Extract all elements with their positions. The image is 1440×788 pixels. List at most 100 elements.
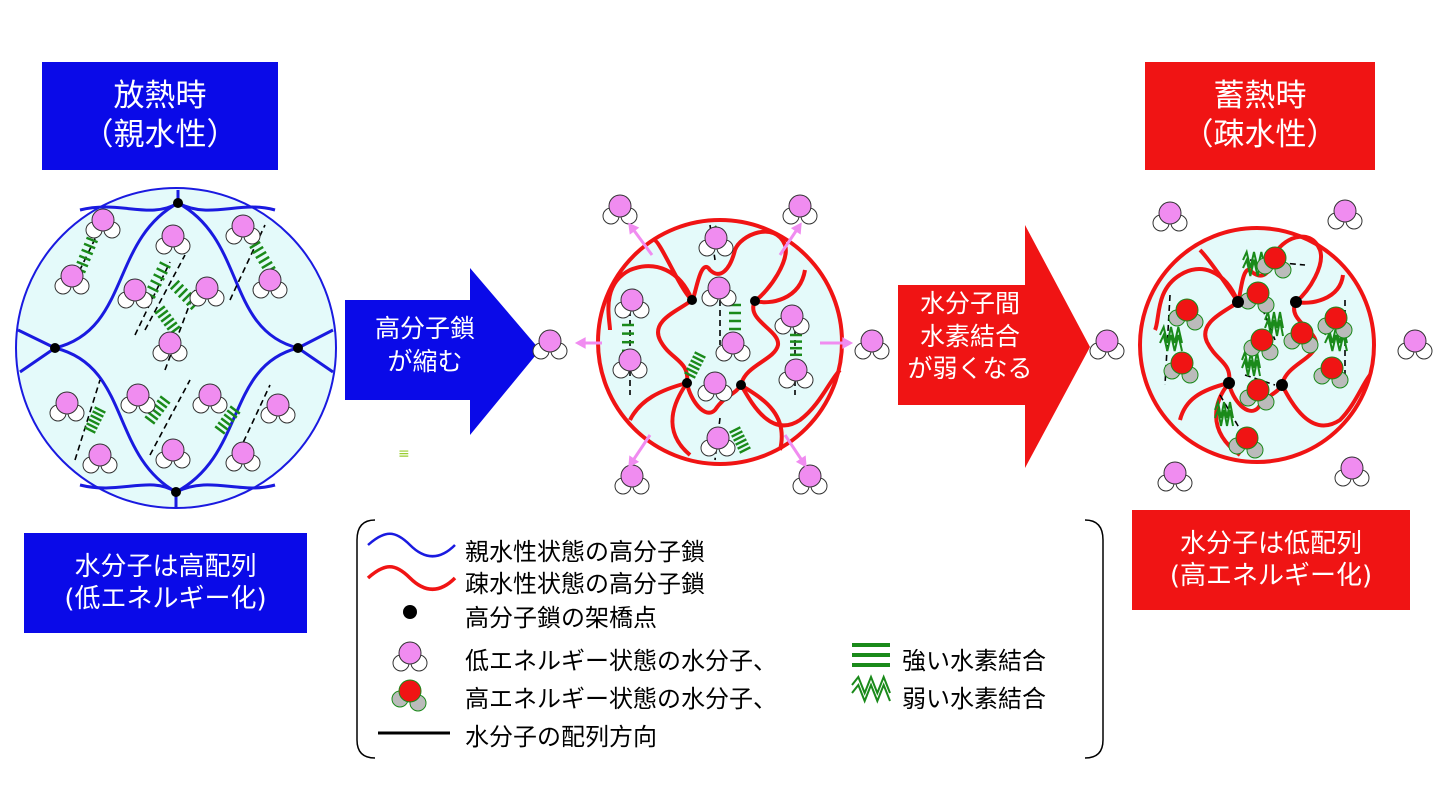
crosslink-dot-icon <box>403 605 417 619</box>
low-energy-water-molecule <box>1089 329 1125 360</box>
right-caption-line2: (高エネルギー化) <box>1169 561 1373 591</box>
right-state-label: 蓄熱時 （疎水性） <box>1145 62 1375 170</box>
low-energy-water-molecule <box>701 276 737 307</box>
strong-bond-icon <box>852 643 890 667</box>
hydrophilic-gel-circle <box>15 187 337 509</box>
low-energy-water-molecule <box>252 268 288 299</box>
low-energy-water-molecule <box>774 304 810 335</box>
low-energy-water-molecule <box>49 391 85 422</box>
arrow2-line3: が弱くなる <box>907 354 1033 383</box>
arrow2-line2: 水素結合 <box>919 321 1020 351</box>
low-energy-water-molecule <box>260 393 296 424</box>
left-state-title: 放熱時 <box>113 78 207 115</box>
low-energy-water-molecule <box>697 371 733 402</box>
weak-hydrogen-bond <box>1159 323 1183 352</box>
weak-hydrogen-bond <box>851 674 891 704</box>
low-energy-water-molecule <box>155 438 191 469</box>
arrow1-label: 高分子鎖 が縮む <box>350 313 500 378</box>
legend-bracket-right <box>1084 519 1104 759</box>
low-energy-water-molecule <box>120 383 156 414</box>
high-energy-water-molecule <box>1228 426 1264 459</box>
high-energy-water-molecule <box>1317 306 1353 339</box>
strong-hydrogen-bond <box>729 426 751 454</box>
strong-hydrogen-bond <box>684 351 706 379</box>
low-energy-water-molecule <box>778 358 814 389</box>
contracting-gel-circle <box>596 218 844 466</box>
alignment-line <box>1219 394 1256 456</box>
high-energy-water-molecule <box>1256 246 1292 279</box>
low-energy-water-molecule <box>532 329 568 360</box>
low-energy-water-molecule <box>225 214 261 245</box>
low-energy-water-molecule <box>1327 199 1363 230</box>
strong-hydrogen-bond <box>84 406 106 434</box>
low-energy-water-molecule <box>614 288 650 319</box>
low-energy-water-molecule <box>155 224 191 255</box>
high-energy-water-molecule <box>1168 298 1204 331</box>
strong-hydrogen-bond <box>154 305 181 335</box>
arrow-head-icon <box>842 337 854 349</box>
low-energy-water-molecule <box>612 348 648 379</box>
arrow2-label: 水分子間 水素結合 が弱くなる <box>895 288 1045 386</box>
arrow-head-icon <box>790 222 802 235</box>
low-energy-water-molecule <box>189 276 225 307</box>
right-state-title: 蓄熱時 <box>1213 78 1307 115</box>
arrow1-line2: が縮む <box>387 346 463 376</box>
alignment-line <box>144 254 186 331</box>
legend-strong-bond: 強い水素結合 <box>902 647 1046 675</box>
high-energy-water-molecule <box>391 679 427 712</box>
right-state-subtitle: （疎水性） <box>1182 117 1338 153</box>
alignment-line <box>229 224 266 301</box>
legend-weak-bond: 弱い水素結合 <box>902 685 1046 713</box>
legend-alignment: 水分子の配列方向 <box>465 723 657 751</box>
right-caption-line1: 水分子は低配列 <box>1179 528 1362 559</box>
low-energy-water-molecule <box>392 641 428 672</box>
low-energy-water-molecule <box>700 426 736 457</box>
low-energy-water-molecule <box>792 464 828 495</box>
low-energy-water-molecule <box>782 194 818 225</box>
arrow-head-icon <box>574 337 586 349</box>
low-energy-water-molecule <box>698 226 734 257</box>
left-state-subtitle: （親水性） <box>82 117 238 153</box>
hydrophobic-gel-circle <box>1138 226 1376 464</box>
legend-high-energy-water: 高エネルギー状態の水分子、 <box>465 685 777 713</box>
legend-crosslink: 高分子鎖の架橋点 <box>465 604 657 632</box>
red-arrow <box>898 225 1090 468</box>
arrow-head-icon <box>628 455 640 468</box>
low-energy-water-molecule <box>602 194 638 225</box>
strong-hydrogen-bond <box>144 395 171 425</box>
strong-hydrogen-bond <box>214 405 241 435</box>
high-energy-water-molecule <box>1283 321 1319 354</box>
red-chain-icon <box>366 565 457 591</box>
blue-arrow <box>345 268 540 435</box>
alignment-line <box>149 379 191 456</box>
arrow2-line1: 水分子間 <box>919 289 1020 318</box>
low-energy-water-molecule <box>854 329 890 360</box>
low-energy-water-molecule <box>82 443 118 474</box>
high-energy-water-molecule <box>1243 328 1279 361</box>
low-energy-water-molecule <box>54 264 90 295</box>
high-energy-water-molecule <box>1313 356 1349 389</box>
legend-hydrophilic-chain: 親水性状態の高分子鎖 <box>465 538 705 566</box>
legend-low-energy-water: 低エネルギー状態の水分子、 <box>465 647 777 675</box>
low-energy-water-molecule <box>117 278 153 309</box>
arrow-head-icon <box>628 222 640 235</box>
arrow1-line1: 高分子鎖 <box>374 314 475 343</box>
strong-hydrogen-bond <box>249 240 276 275</box>
low-energy-water-molecule <box>1334 456 1370 487</box>
left-state-label: 放熱時 （親水性） <box>42 62 278 170</box>
arrow-head-icon <box>795 455 807 468</box>
low-energy-water-molecule <box>1152 201 1188 232</box>
low-energy-water-molecule <box>192 383 228 414</box>
legend-hydrophobic-chain: 疎水性状態の高分子鎖 <box>465 570 705 598</box>
high-energy-water-molecule <box>1239 281 1275 314</box>
left-caption-line1: 水分子は高配列 <box>74 551 257 582</box>
weak-hydrogen-bond <box>1214 398 1234 427</box>
high-energy-water-molecule <box>1239 378 1275 411</box>
alignment-line <box>134 261 171 336</box>
left-caption: 水分子は高配列 (低エネルギー化) <box>24 533 307 633</box>
low-energy-water-molecule <box>614 464 650 495</box>
low-energy-water-molecule <box>225 441 261 472</box>
alignment-line <box>74 379 101 461</box>
legend-bracket-left <box>356 519 376 759</box>
